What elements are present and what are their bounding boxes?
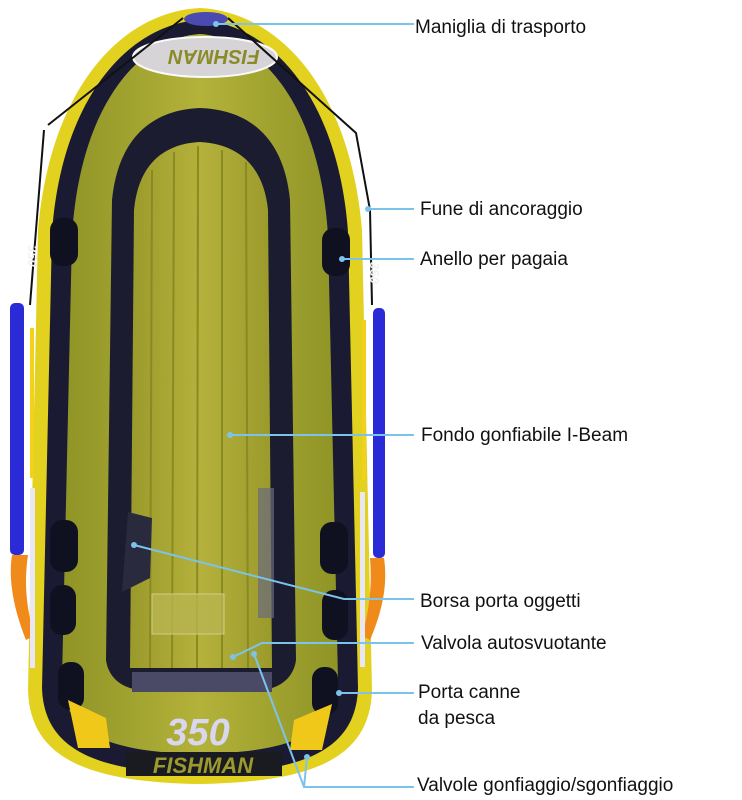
label-rod-holder-line2: da pesca [418,708,496,729]
label-inflation-valves: Valvole gonfiaggio/sgonfiaggio [417,775,674,796]
storage-bag [122,512,152,592]
right-blue-rail [373,308,385,558]
svg-text:350: 350 [166,712,229,754]
bow-logo: FISHMAN [132,36,278,78]
svg-text:350: 350 [367,262,382,284]
label-rod-holder-line1: Porta canne [418,682,521,703]
label-mooring-rope: Fune di ancoraggio [420,199,583,220]
label-oar-ring: Anello per pagaia [420,249,568,270]
svg-text:FISHMAN: FISHMAN [168,45,260,67]
label-ibeam-floor: Fondo gonfiabile I-Beam [421,425,629,446]
leader-dots [131,21,371,760]
label-storage-bag: Borsa porta oggetti [420,591,581,612]
label-carry-handle: Maniglia di trasporto [415,17,587,38]
oar-rings [50,218,350,640]
mooring-rope [29,17,373,306]
label-rod-holder: Porta canne da pesca [418,680,520,732]
left-blue-rail [10,303,24,555]
svg-text:350: 350 [25,245,40,267]
label-drain-valve: Valvola autosvuotante [421,633,607,654]
leader-lines [133,23,414,788]
left-orange-oarlock [10,555,34,640]
rod-holder-left [58,662,84,710]
ibeam-floor-area [130,142,272,692]
info-strip [258,488,274,618]
rod-holder-right [312,667,338,715]
svg-text:FISHMAN: FISHMAN [153,753,254,778]
